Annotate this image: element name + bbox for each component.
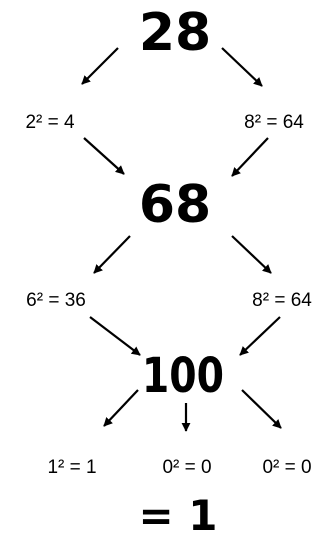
number-100: 100 xyxy=(142,348,224,404)
square-1: 1² = 1 xyxy=(47,457,96,478)
arrow-28-to-left xyxy=(81,47,119,85)
arrow-68-to-left xyxy=(93,235,131,274)
arrow-100-to-left xyxy=(103,389,139,427)
square-8: 8² = 64 xyxy=(244,112,304,133)
arrow-left-to-100 xyxy=(89,316,141,356)
square-8-second: 8² = 64 xyxy=(252,290,312,311)
square-6: 6² = 36 xyxy=(26,290,86,311)
result-label: = 1 xyxy=(138,491,217,535)
arrow-right-to-68 xyxy=(231,137,269,177)
square-2: 2² = 4 xyxy=(25,112,75,133)
number-68: 68 xyxy=(139,175,211,235)
square-0-first: 0² = 0 xyxy=(162,457,211,478)
number-28: 28 xyxy=(139,3,211,63)
arrow-28-to-right xyxy=(221,47,263,87)
arrow-right-to-100 xyxy=(239,316,281,356)
arrow-left-to-68 xyxy=(83,137,125,175)
square-0-second: 0² = 0 xyxy=(262,457,311,478)
arrow-68-to-right xyxy=(231,235,272,274)
arrow-100-to-right xyxy=(241,389,282,429)
